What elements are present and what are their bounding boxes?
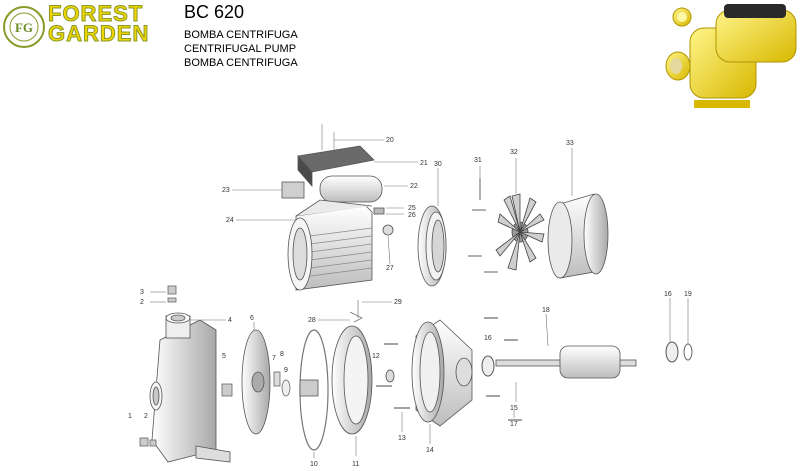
label-3: 3 xyxy=(140,289,144,296)
part-labels: 20 21 22 23 24 25 26 27 28 29 30 31 32 3… xyxy=(128,137,692,468)
label-19: 19 xyxy=(684,291,692,298)
label-16-front: 16 xyxy=(484,335,492,342)
bracket-14 xyxy=(411,319,473,427)
bearing-16-rear xyxy=(665,341,679,363)
screws-31 xyxy=(468,178,498,273)
label-13: 13 xyxy=(398,435,406,442)
label-25: 25 xyxy=(408,205,416,212)
label-6: 6 xyxy=(250,315,254,322)
label-18: 18 xyxy=(542,307,550,314)
label-11: 11 xyxy=(352,461,359,468)
label-17: 17 xyxy=(510,421,518,428)
label-24: 24 xyxy=(226,217,234,224)
product-name-es: BOMBA CENTRIFUGA xyxy=(184,29,298,41)
product-name-es-2: BOMBA CENTRIFUGA xyxy=(184,57,298,69)
label-26: 26 xyxy=(408,212,416,219)
bearing-cover-30 xyxy=(417,205,447,287)
terminal-box-photo xyxy=(724,4,786,18)
pump-body-4 xyxy=(149,312,231,463)
label-16-rear: 16 xyxy=(664,291,672,298)
bolts xyxy=(376,317,522,421)
label-1: 1 xyxy=(128,413,132,420)
label-10: 10 xyxy=(310,461,318,468)
bearing-16-front xyxy=(481,355,495,377)
brand-logo: FG xyxy=(3,6,45,48)
label-32: 32 xyxy=(510,149,518,156)
brand-name: FOREST GARDEN xyxy=(47,1,150,46)
label-15: 15 xyxy=(510,405,518,412)
product-name-en: CENTRIFUGAL PUMP xyxy=(184,43,297,55)
label-12: 12 xyxy=(372,353,380,360)
product-photo xyxy=(665,4,797,108)
label-2-top: 2 xyxy=(140,299,144,306)
seals-7-8-9 xyxy=(273,371,291,397)
brand-line1: FOREST xyxy=(47,1,144,26)
label-21: 21 xyxy=(420,160,428,167)
label-27: 27 xyxy=(386,265,394,272)
label-31: 31 xyxy=(474,157,482,164)
seal-12 xyxy=(385,369,395,383)
terminal-cover-21 xyxy=(297,145,375,173)
label-2-bottom: 2 xyxy=(144,413,148,420)
label-28: 28 xyxy=(308,317,316,324)
label-29: 29 xyxy=(394,299,402,306)
diffuser-11 xyxy=(331,325,373,435)
label-4: 4 xyxy=(228,317,232,324)
fan-cover-33 xyxy=(547,193,609,279)
shaft-seal xyxy=(299,379,319,397)
label-9: 9 xyxy=(284,367,288,374)
rotor-shaft-18 xyxy=(495,345,637,379)
capacitor-22 xyxy=(319,175,383,203)
label-20: 20 xyxy=(386,137,394,144)
label-5: 5 xyxy=(222,353,226,360)
brand-line2: GARDEN xyxy=(47,21,150,46)
model-number: BC 620 xyxy=(184,2,245,22)
impeller-6 xyxy=(241,329,271,435)
label-33: 33 xyxy=(566,140,574,147)
label-22: 22 xyxy=(410,183,418,190)
label-23: 23 xyxy=(222,187,230,194)
product-names: BOMBA CENTRIFUGA CENTRIFUGAL PUMP BOMBA … xyxy=(184,28,298,70)
fan-32 xyxy=(495,193,545,271)
leader-lines xyxy=(150,139,689,458)
terminal-block-23 xyxy=(281,181,305,199)
header: FG FOREST GARDEN BC 620 BOMBA CENTRIFUGA… xyxy=(0,0,800,80)
motor-group xyxy=(281,124,394,323)
label-7: 7 xyxy=(272,355,276,362)
wave-washer-19 xyxy=(683,343,693,361)
drain-plugs xyxy=(139,285,233,447)
label-14: 14 xyxy=(426,447,434,454)
label-30: 30 xyxy=(434,161,442,168)
label-8: 8 xyxy=(280,351,284,358)
logo-monogram: FG xyxy=(15,20,33,35)
